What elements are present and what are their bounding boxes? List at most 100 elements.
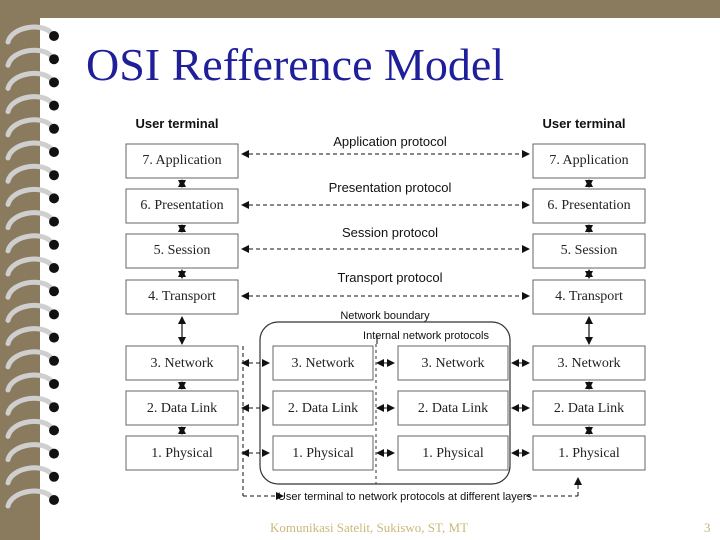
binding-hole [49, 425, 59, 436]
binding-hole [49, 170, 59, 181]
presentation-protocol-label: Presentation protocol [329, 180, 452, 195]
binding-hole [49, 309, 59, 320]
binding-hole [49, 448, 59, 459]
internal-protocols-label: Internal network protocols [363, 330, 489, 342]
binding-ring [5, 442, 55, 463]
binding-ring [5, 210, 55, 231]
binding-ring [5, 349, 55, 370]
binding-ring [5, 279, 55, 300]
binding-hole [49, 31, 59, 41]
left-terminal-header: User terminal [135, 116, 218, 131]
network-node-a: 3. Network 2. Data Link 1. Physical [272, 345, 374, 471]
right-terminal-header: User terminal [542, 116, 625, 131]
right-stack: 7. Application 6. Presentation 5. Sessio… [532, 143, 646, 471]
binding-ring [5, 186, 55, 207]
network-boundary-region [259, 321, 511, 485]
bottom-caption: User terminal to network protocols at di… [278, 491, 533, 503]
vertical-layer-arrows [178, 179, 593, 435]
binding-hole [49, 471, 59, 482]
node-b-layer-physical [397, 435, 509, 471]
session-protocol-label: Session protocol [342, 225, 438, 240]
binding-hole [49, 123, 59, 134]
binding-ring [5, 94, 55, 115]
binding-hole [49, 402, 59, 413]
right-layer-network-label: 3. Network [558, 356, 621, 371]
binding-hole [49, 54, 59, 65]
right-layer-application [532, 143, 646, 179]
binding-ring [5, 256, 55, 277]
left-layer-transport [125, 279, 239, 315]
binding-ring [5, 465, 55, 486]
page-title: OSI Refference Model [86, 39, 505, 90]
node-b-layer-network-label: 3. Network [422, 356, 485, 371]
binding-hole [49, 263, 59, 273]
node-a-layer-datalink [272, 390, 374, 426]
lower-layer-arrows [241, 359, 530, 457]
node-b-layer-physical-label: 1. Physical [422, 446, 484, 461]
binding-ring [5, 140, 55, 161]
left-layer-session-label: 5. Session [154, 243, 211, 258]
binding-ring [5, 24, 55, 45]
right-layer-presentation-label: 6. Presentation [547, 198, 630, 213]
left-layer-application [125, 143, 239, 179]
binding-hole [49, 286, 59, 297]
right-layer-network [532, 345, 646, 381]
node-a-layer-network [272, 345, 374, 381]
right-layer-physical-label: 1. Physical [558, 446, 620, 461]
binding-hole [49, 193, 59, 204]
right-layer-transport-label: 4. Transport [555, 289, 623, 304]
page-number: 3 [704, 520, 711, 535]
right-layer-session [532, 233, 646, 269]
left-layer-physical [125, 435, 239, 471]
right-layer-session-label: 5. Session [561, 243, 618, 258]
left-layer-application-label: 7. Application [142, 153, 221, 168]
node-b-layer-datalink-label: 2. Data Link [418, 401, 488, 416]
left-layer-session [125, 233, 239, 269]
binding-hole [49, 355, 59, 366]
binding-hole [49, 379, 59, 389]
right-layer-physical [532, 435, 646, 471]
node-b-layer-datalink [397, 390, 509, 426]
left-layer-datalink-label: 2. Data Link [147, 401, 217, 416]
binding-ring [5, 47, 55, 68]
node-a-layer-datalink-label: 2. Data Link [288, 401, 358, 416]
node-b-layer-network [397, 345, 509, 381]
left-layer-datalink [125, 390, 239, 426]
network-boundary-label: Network boundary [340, 310, 430, 322]
left-layer-presentation-label: 6. Presentation [140, 198, 223, 213]
left-layer-presentation [125, 188, 239, 224]
transport-protocol-label: Transport protocol [337, 270, 442, 285]
binding-ring [5, 488, 55, 509]
node-a-layer-network-label: 3. Network [292, 356, 355, 371]
left-layer-transport-label: 4. Transport [148, 289, 216, 304]
binding-ring [5, 395, 55, 416]
right-layer-datalink-label: 2. Data Link [554, 401, 624, 416]
binding-ring [5, 326, 55, 347]
binding-ring [5, 418, 55, 439]
peer-protocol-arrows [241, 150, 530, 300]
binding-ring [5, 117, 55, 138]
right-layer-presentation [532, 188, 646, 224]
binding-hole [49, 100, 59, 111]
left-stack: 7. Application 6. Presentation 5. Sessio… [125, 143, 239, 471]
binding-hole [49, 495, 59, 505]
osi-diagram: User terminal User terminal Network boun… [125, 116, 646, 503]
node-a-layer-physical [272, 435, 374, 471]
network-node-b: 3. Network 2. Data Link 1. Physical [397, 345, 509, 471]
binding-ring [5, 233, 55, 254]
application-protocol-label: Application protocol [333, 134, 447, 149]
left-layer-network [125, 345, 239, 381]
binding-hole [49, 332, 59, 343]
binding-ring [5, 163, 55, 184]
spiral-binding [5, 24, 59, 509]
left-layer-physical-label: 1. Physical [151, 446, 213, 461]
left-layer-network-label: 3. Network [151, 356, 214, 371]
binding-hole [49, 239, 59, 250]
right-layer-datalink [532, 390, 646, 426]
node-a-layer-physical-label: 1. Physical [292, 446, 354, 461]
binding-ring [5, 302, 55, 323]
right-layer-transport [532, 279, 646, 315]
binding-hole [49, 77, 59, 88]
right-layer-application-label: 7. Application [549, 153, 628, 168]
footer-text: Komunikasi Satelit, Sukiswo, ST, MT [270, 520, 469, 535]
